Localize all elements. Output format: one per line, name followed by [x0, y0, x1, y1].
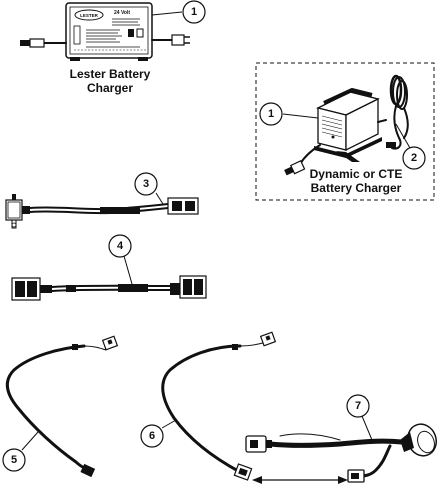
lester-charger-body: LESTER 24 Volt	[65, 2, 153, 61]
double-arrow-icon	[252, 476, 348, 484]
harness-3: 3	[5, 172, 199, 229]
lester-brand-logo: LESTER	[80, 13, 99, 18]
dynamic-charger-frame	[255, 62, 435, 201]
lester-caption-line2: Charger	[87, 81, 133, 95]
callout-2-cord: 2	[395, 123, 426, 170]
svg-text:4: 4	[117, 240, 124, 252]
lester-ac-cord	[151, 34, 190, 46]
callout-7: 7	[346, 394, 373, 441]
dynamic-dc-cord	[284, 144, 321, 176]
svg-text:6: 6	[149, 430, 155, 442]
svg-text:1: 1	[191, 6, 197, 18]
callout-1-dynamic: 1	[259, 102, 319, 126]
callout-1-lester: 1	[151, 0, 206, 24]
lester-voltage-label: 24 Volt	[114, 10, 130, 16]
callout-5: 5	[2, 431, 39, 472]
lester-dc-cord	[20, 38, 67, 48]
dynamic-charger-group: 1 2 Dynamic or CTE Battery Charger	[255, 62, 435, 201]
dynamic-caption-line1: Dynamic or CTE	[310, 167, 403, 181]
harness-7-left-connector	[245, 435, 272, 453]
callout-6: 6	[140, 419, 177, 448]
harness-6: 6	[140, 331, 277, 481]
lester-caption-line1: Lester Battery	[70, 67, 151, 81]
coiled-ac-cord	[377, 74, 409, 150]
callout-4: 4	[108, 234, 133, 285]
dynamic-caption-line2: Battery Charger	[311, 181, 402, 195]
harness-7-bottom-connector	[347, 469, 365, 483]
svg-text:7: 7	[355, 400, 361, 412]
harness-7: 7	[245, 394, 437, 484]
dynamic-charger-body	[314, 87, 382, 162]
svg-text:5: 5	[11, 454, 17, 466]
harness-4: 4	[11, 234, 207, 301]
svg-text:3: 3	[143, 178, 149, 190]
svg-text:2: 2	[411, 152, 417, 164]
lester-charger: LESTER 24 Volt	[20, 0, 206, 95]
callout-3: 3	[134, 172, 164, 205]
harness-5: 5	[2, 335, 119, 478]
svg-text:1: 1	[268, 108, 274, 120]
